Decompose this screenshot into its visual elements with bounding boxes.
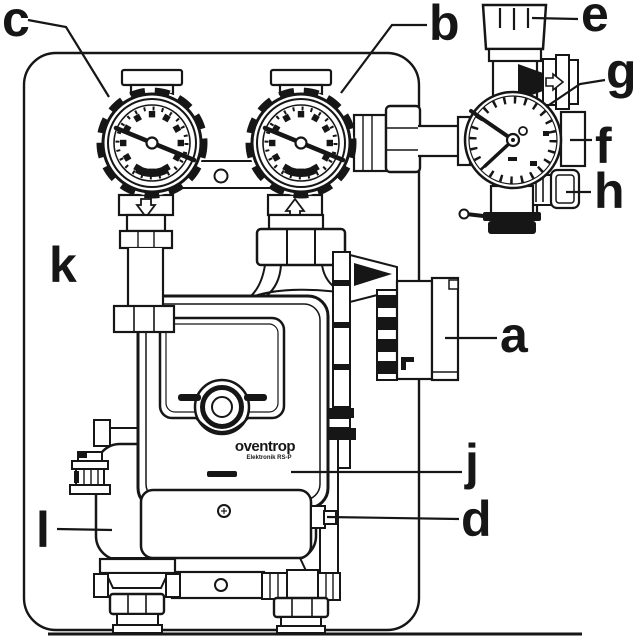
label-b: b — [429, 0, 460, 51]
label-e: e — [581, 0, 609, 42]
label-l: l — [36, 502, 50, 558]
drain-valve-h — [528, 168, 581, 210]
flow-arrow-right-icon — [545, 72, 565, 92]
bottom-connection-left — [93, 557, 181, 634]
check-valve-port-g — [518, 54, 579, 110]
oventrop-logo: oventrop — [235, 438, 296, 455]
pump-model-text: Elektronik RS-P — [246, 455, 291, 461]
label-k: k — [49, 237, 77, 293]
label-d: d — [461, 491, 492, 547]
check-valve-actuator — [316, 251, 460, 573]
pump-control-head: oventrop Elektronik RS-P — [136, 294, 330, 510]
gauge-valve-blocks — [117, 193, 325, 250]
air-vent-fitting — [69, 451, 111, 495]
label-f: f — [595, 118, 612, 174]
pump-lower-cover — [139, 488, 337, 560]
label-a: a — [500, 307, 529, 363]
thermometer-gauge-supply — [100, 91, 205, 196]
thermometer-gauge-return — [249, 91, 354, 196]
fill-cap-e — [481, 3, 548, 63]
leader-lines — [27, 16, 606, 532]
label-h: h — [594, 163, 625, 219]
drain-outlet-cap — [458, 208, 541, 234]
bottom-assembly — [93, 557, 341, 634]
gauge-top-caps — [120, 68, 333, 96]
label-c: c — [2, 0, 30, 47]
bottom-connection-right — [261, 569, 341, 634]
bracket-hole — [213, 168, 229, 184]
label-g: g — [606, 43, 633, 99]
pressure-gauge — [463, 90, 563, 190]
safety-group — [458, 3, 587, 234]
flow-arrow-down-icon — [135, 198, 157, 219]
connection-pipe-right — [352, 104, 472, 174]
bar-hole — [214, 578, 228, 592]
supply-pipe — [112, 248, 176, 334]
label-j: j — [464, 434, 479, 490]
